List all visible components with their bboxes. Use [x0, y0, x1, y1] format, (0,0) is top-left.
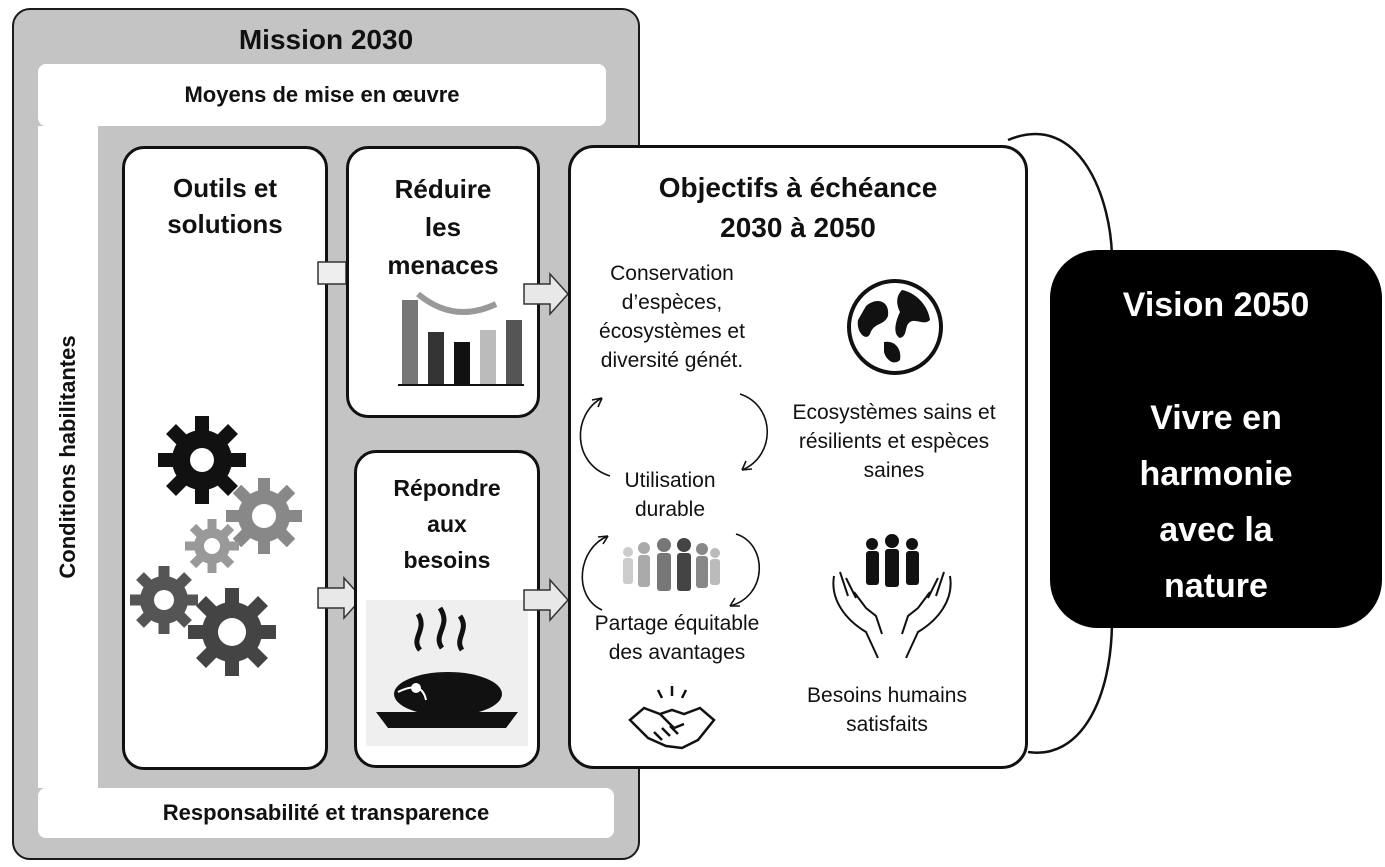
hands-people-icon: [832, 534, 952, 659]
tools-title: Outils et solutions: [122, 170, 328, 242]
goal-conservation-line: écosystèmes et: [599, 320, 745, 343]
goal-sustainable-use: Utilisation durable: [590, 466, 750, 524]
goals-title: Objectifs à échéance 2030 à 2050: [568, 168, 1028, 248]
gear-icon: [158, 416, 246, 504]
gears-icon-group: [130, 416, 302, 676]
arrow-right-icon: [523, 272, 570, 316]
people-icon: [623, 538, 720, 591]
cycle-arrows-icon: [579, 393, 769, 477]
goal-benefit-sharing: Partage équitable des avantages: [574, 609, 780, 667]
vision-line: harmonie: [1139, 455, 1293, 493]
bar-chart-icon: [398, 291, 524, 386]
vision-line: avec la: [1159, 511, 1273, 549]
goal-human-line: satisfaits: [846, 713, 928, 736]
goal-conservation-line: diversité génét.: [600, 349, 744, 372]
needs-line2: aux: [427, 511, 467, 537]
goal-sustainable-line: Utilisation: [624, 469, 716, 492]
goals-card: [568, 145, 1028, 769]
vision-title: Vision 2050: [1122, 286, 1310, 324]
handshake-icon: [628, 686, 716, 750]
needs-title: Répondre aux besoins: [354, 470, 540, 578]
goal-conservation-line: d’espèces,: [621, 291, 723, 314]
vision-line: nature: [1164, 567, 1268, 605]
cycle-arrows-icon: [581, 533, 761, 611]
goals-title-line1: Objectifs à échéance: [658, 172, 938, 203]
threats-line1: Réduire: [394, 174, 492, 204]
goals-title-line2: 2030 à 2050: [720, 212, 876, 243]
vision-line: Vivre en: [1150, 399, 1282, 437]
goal-conservation-line: Conservation: [610, 262, 734, 285]
arrow-right-icon: [523, 578, 570, 622]
threats-title: Réduire les menaces: [346, 170, 540, 284]
goal-human-needs: Besoins humains satisfaits: [788, 681, 986, 739]
mission-title: Mission 2030: [238, 24, 414, 55]
gear-icon: [185, 519, 239, 573]
goal-healthy-line: Ecosystèmes sains et: [792, 401, 996, 424]
threats-line2: les: [424, 212, 462, 242]
vision-statement: Vivre en harmonie avec la nature: [1050, 390, 1382, 614]
goal-healthy-line: résilients et espèces: [798, 430, 990, 453]
tools-title-line2: solutions: [167, 209, 283, 239]
enabling-column: [38, 126, 98, 788]
needs-line3: besoins: [403, 547, 491, 573]
gear-icon: [188, 588, 276, 676]
goal-sustainable-line: durable: [634, 498, 706, 521]
means-band: Moyens de mise en œuvre: [38, 64, 606, 126]
goal-healthy-line: saines: [863, 459, 925, 482]
gear-icon: [226, 478, 302, 554]
accountability-band: Responsabilité et transparence: [38, 788, 614, 838]
globe-icon: [847, 279, 943, 375]
goal-sharing-line: Partage équitable: [594, 612, 760, 635]
tools-title-line1: Outils et: [172, 173, 277, 203]
goal-human-line: Besoins humains: [807, 684, 967, 707]
goal-sharing-line: des avantages: [608, 641, 746, 664]
threats-line3: menaces: [387, 250, 499, 280]
vision-box: Vision 2050 Vivre en harmonie avec la na…: [1050, 250, 1382, 628]
goal-conservation: Conservation d’espèces, écosystèmes et d…: [574, 259, 770, 375]
needs-line1: Répondre: [393, 475, 501, 501]
steaming-fish-icon: [366, 600, 528, 746]
goal-healthy-ecosystems: Ecosystèmes sains et résilients et espèc…: [776, 398, 1012, 485]
arrow-right-icon: [317, 576, 364, 620]
gear-icon: [130, 566, 198, 634]
